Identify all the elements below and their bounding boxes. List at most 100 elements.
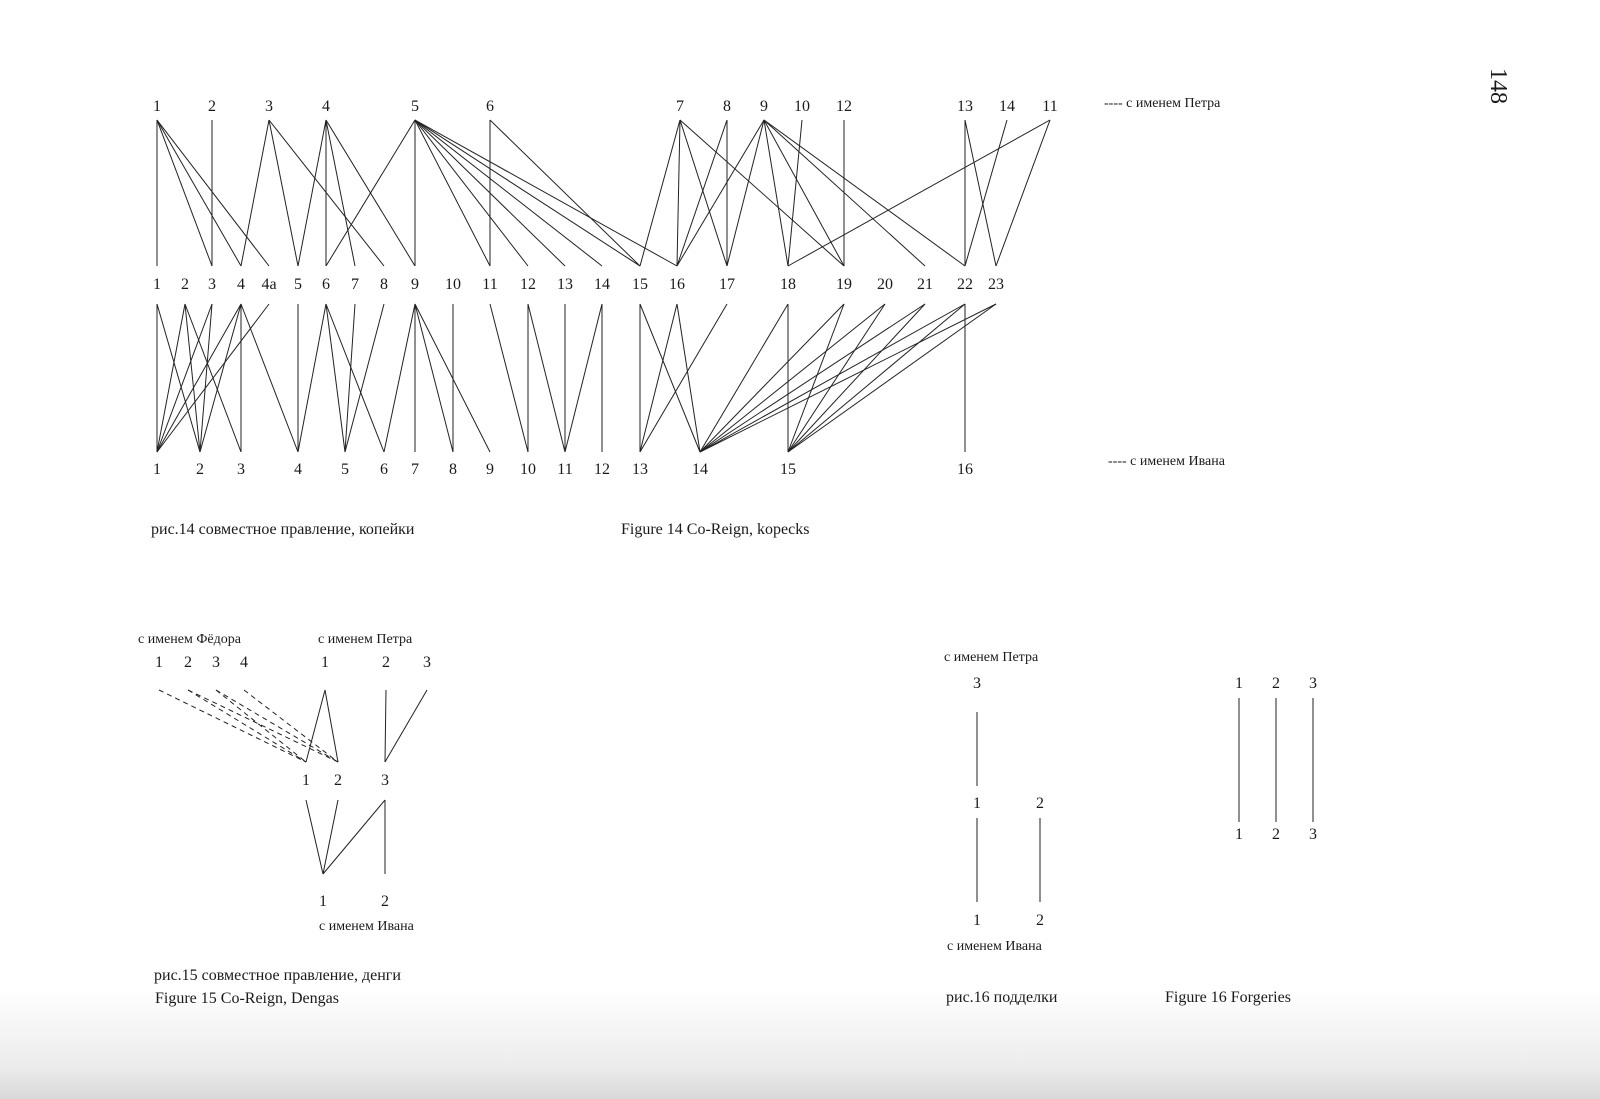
edge-line xyxy=(344,303,356,453)
edge-line xyxy=(527,303,566,453)
node-label: 14 xyxy=(594,276,610,293)
edge-line xyxy=(964,119,997,267)
node-label: 7 xyxy=(676,98,684,115)
node-label: 4 xyxy=(240,654,248,671)
node-label: 4 xyxy=(294,461,302,478)
node-label: 9 xyxy=(411,276,419,293)
edge-line xyxy=(787,303,926,453)
node-label: 2 xyxy=(382,654,390,671)
fig15-label-petr: с именем Петра xyxy=(318,632,413,647)
edge-line xyxy=(699,303,997,453)
node-label: 6 xyxy=(380,461,388,478)
node-label: 22 xyxy=(957,276,973,293)
edge-line xyxy=(383,303,416,453)
edge-line xyxy=(414,303,491,453)
node-label: 2 xyxy=(196,461,204,478)
node-label: 1 xyxy=(153,98,161,115)
node-label: 5 xyxy=(411,98,419,115)
node-label: 1 xyxy=(319,893,327,910)
fig15-caption-en: Figure 15 Co-Reign, Dengas xyxy=(155,990,339,1007)
fig14-caption-ru: рис.14 совместное правление, копейки xyxy=(151,521,415,538)
edge-line xyxy=(156,119,213,267)
node-label: 9 xyxy=(760,98,768,115)
dashed-edge xyxy=(215,689,339,763)
edge-line xyxy=(676,119,681,267)
edge-line xyxy=(322,799,339,875)
node-label: 3 xyxy=(265,98,273,115)
node-label: 10 xyxy=(520,461,536,478)
edge-line xyxy=(699,303,845,453)
edge-line xyxy=(763,119,966,267)
edge-line xyxy=(240,119,270,267)
node-label: 7 xyxy=(411,461,419,478)
node-label: 15 xyxy=(632,276,648,293)
node-label: 6 xyxy=(322,276,330,293)
fig15-label-ivan: с именем Ивана xyxy=(319,919,415,934)
fig14-top-edges xyxy=(156,119,1051,267)
node-label: 11 xyxy=(557,461,572,478)
edge-line xyxy=(699,303,789,453)
edge-line xyxy=(384,689,428,763)
node-label: 1 xyxy=(1235,675,1243,692)
node-label: 13 xyxy=(557,276,573,293)
edge-line xyxy=(676,303,701,453)
edge-line xyxy=(156,119,270,267)
edge-line xyxy=(156,303,242,453)
node-label: 3 xyxy=(1309,826,1317,843)
edge-line xyxy=(787,303,886,453)
node-label: 21 xyxy=(917,276,933,293)
node-label: 20 xyxy=(877,276,893,293)
edge-line xyxy=(305,799,324,875)
edge-line xyxy=(489,119,641,267)
edge-line xyxy=(676,119,728,267)
node-label: 12 xyxy=(520,276,536,293)
edge-line xyxy=(787,303,997,453)
dashed-edge xyxy=(187,689,307,763)
fig15-caption-ru: рис.15 совместное правление, денги xyxy=(154,967,401,984)
fig15-label-fyodor: с именем Фёдора xyxy=(138,632,242,647)
edge-line xyxy=(322,799,386,875)
node-label: 3 xyxy=(973,675,981,692)
node-label: 11 xyxy=(1042,98,1057,115)
dashed-edge xyxy=(215,689,307,763)
node-label: 1 xyxy=(153,461,161,478)
node-label: 3 xyxy=(212,654,220,671)
edge-line xyxy=(414,119,641,267)
node-label: 12 xyxy=(836,98,852,115)
edge-line xyxy=(787,303,845,453)
edge-line xyxy=(297,119,327,267)
fig16-label-petr: с именем Петра xyxy=(944,650,1039,665)
fig16-caption-ru: рис.16 подделки xyxy=(946,989,1058,1006)
node-label: 8 xyxy=(380,276,388,293)
node-label: 13 xyxy=(957,98,973,115)
edge-line xyxy=(325,119,416,267)
node-label: 16 xyxy=(957,461,973,478)
edge-line xyxy=(305,689,326,763)
edge-line xyxy=(414,119,603,267)
edge-line xyxy=(787,119,803,267)
node-label: 6 xyxy=(486,98,494,115)
node-label: 15 xyxy=(780,461,796,478)
dashed-edge xyxy=(158,689,307,763)
fig16-edges xyxy=(976,698,1314,902)
node-label: 2 xyxy=(381,893,389,910)
edge-line xyxy=(639,303,701,453)
edge-line xyxy=(787,119,1051,267)
node-label: 9 xyxy=(486,461,494,478)
node-label: 2 xyxy=(181,276,189,293)
node-label: 8 xyxy=(449,461,457,478)
edge-line xyxy=(324,689,339,763)
edge-line xyxy=(639,119,681,267)
node-label: 1 xyxy=(155,654,163,671)
edge-line xyxy=(995,119,1051,267)
node-label: 1 xyxy=(973,795,981,812)
edge-line xyxy=(679,119,845,267)
